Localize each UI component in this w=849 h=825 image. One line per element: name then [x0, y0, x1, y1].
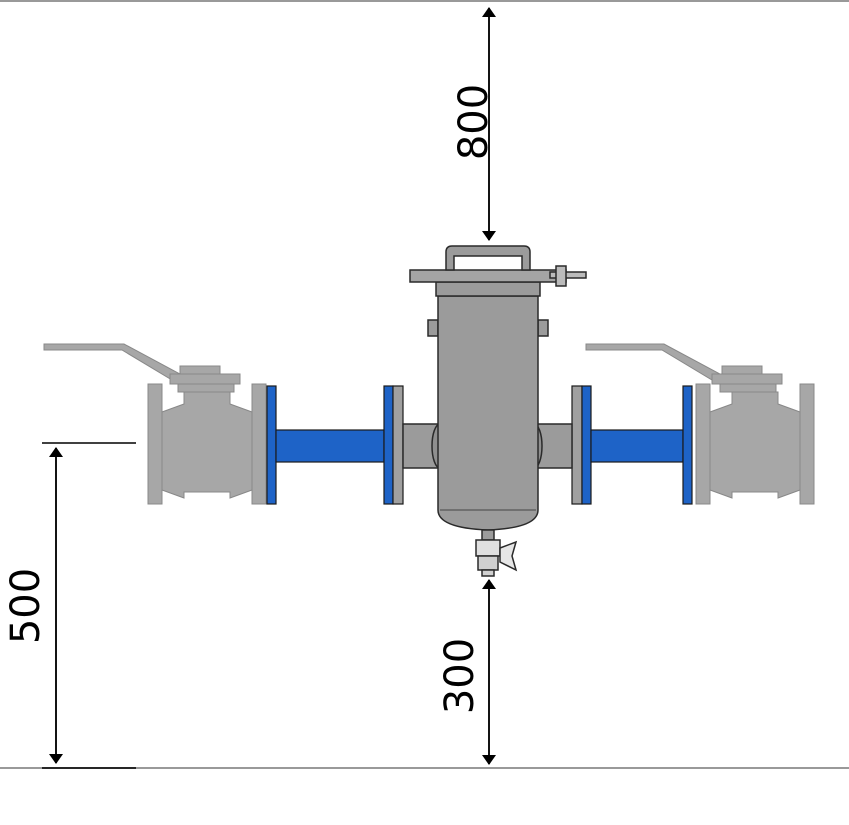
dimension-label-800: 800 — [451, 84, 497, 160]
left-pipe-spool — [266, 385, 404, 505]
right-ball-valve — [585, 343, 815, 505]
filter-housing — [402, 245, 587, 577]
dimension-label-300: 300 — [437, 638, 483, 714]
right-pipe-spool — [571, 385, 693, 505]
left-ball-valve — [43, 343, 267, 505]
dimension-label-500: 500 — [3, 568, 49, 644]
dimension-clearance-top: 800 — [451, 7, 497, 241]
dimension-clearance-bottom: 300 — [437, 579, 496, 765]
dimension-inlet-height: 500 — [3, 442, 136, 769]
